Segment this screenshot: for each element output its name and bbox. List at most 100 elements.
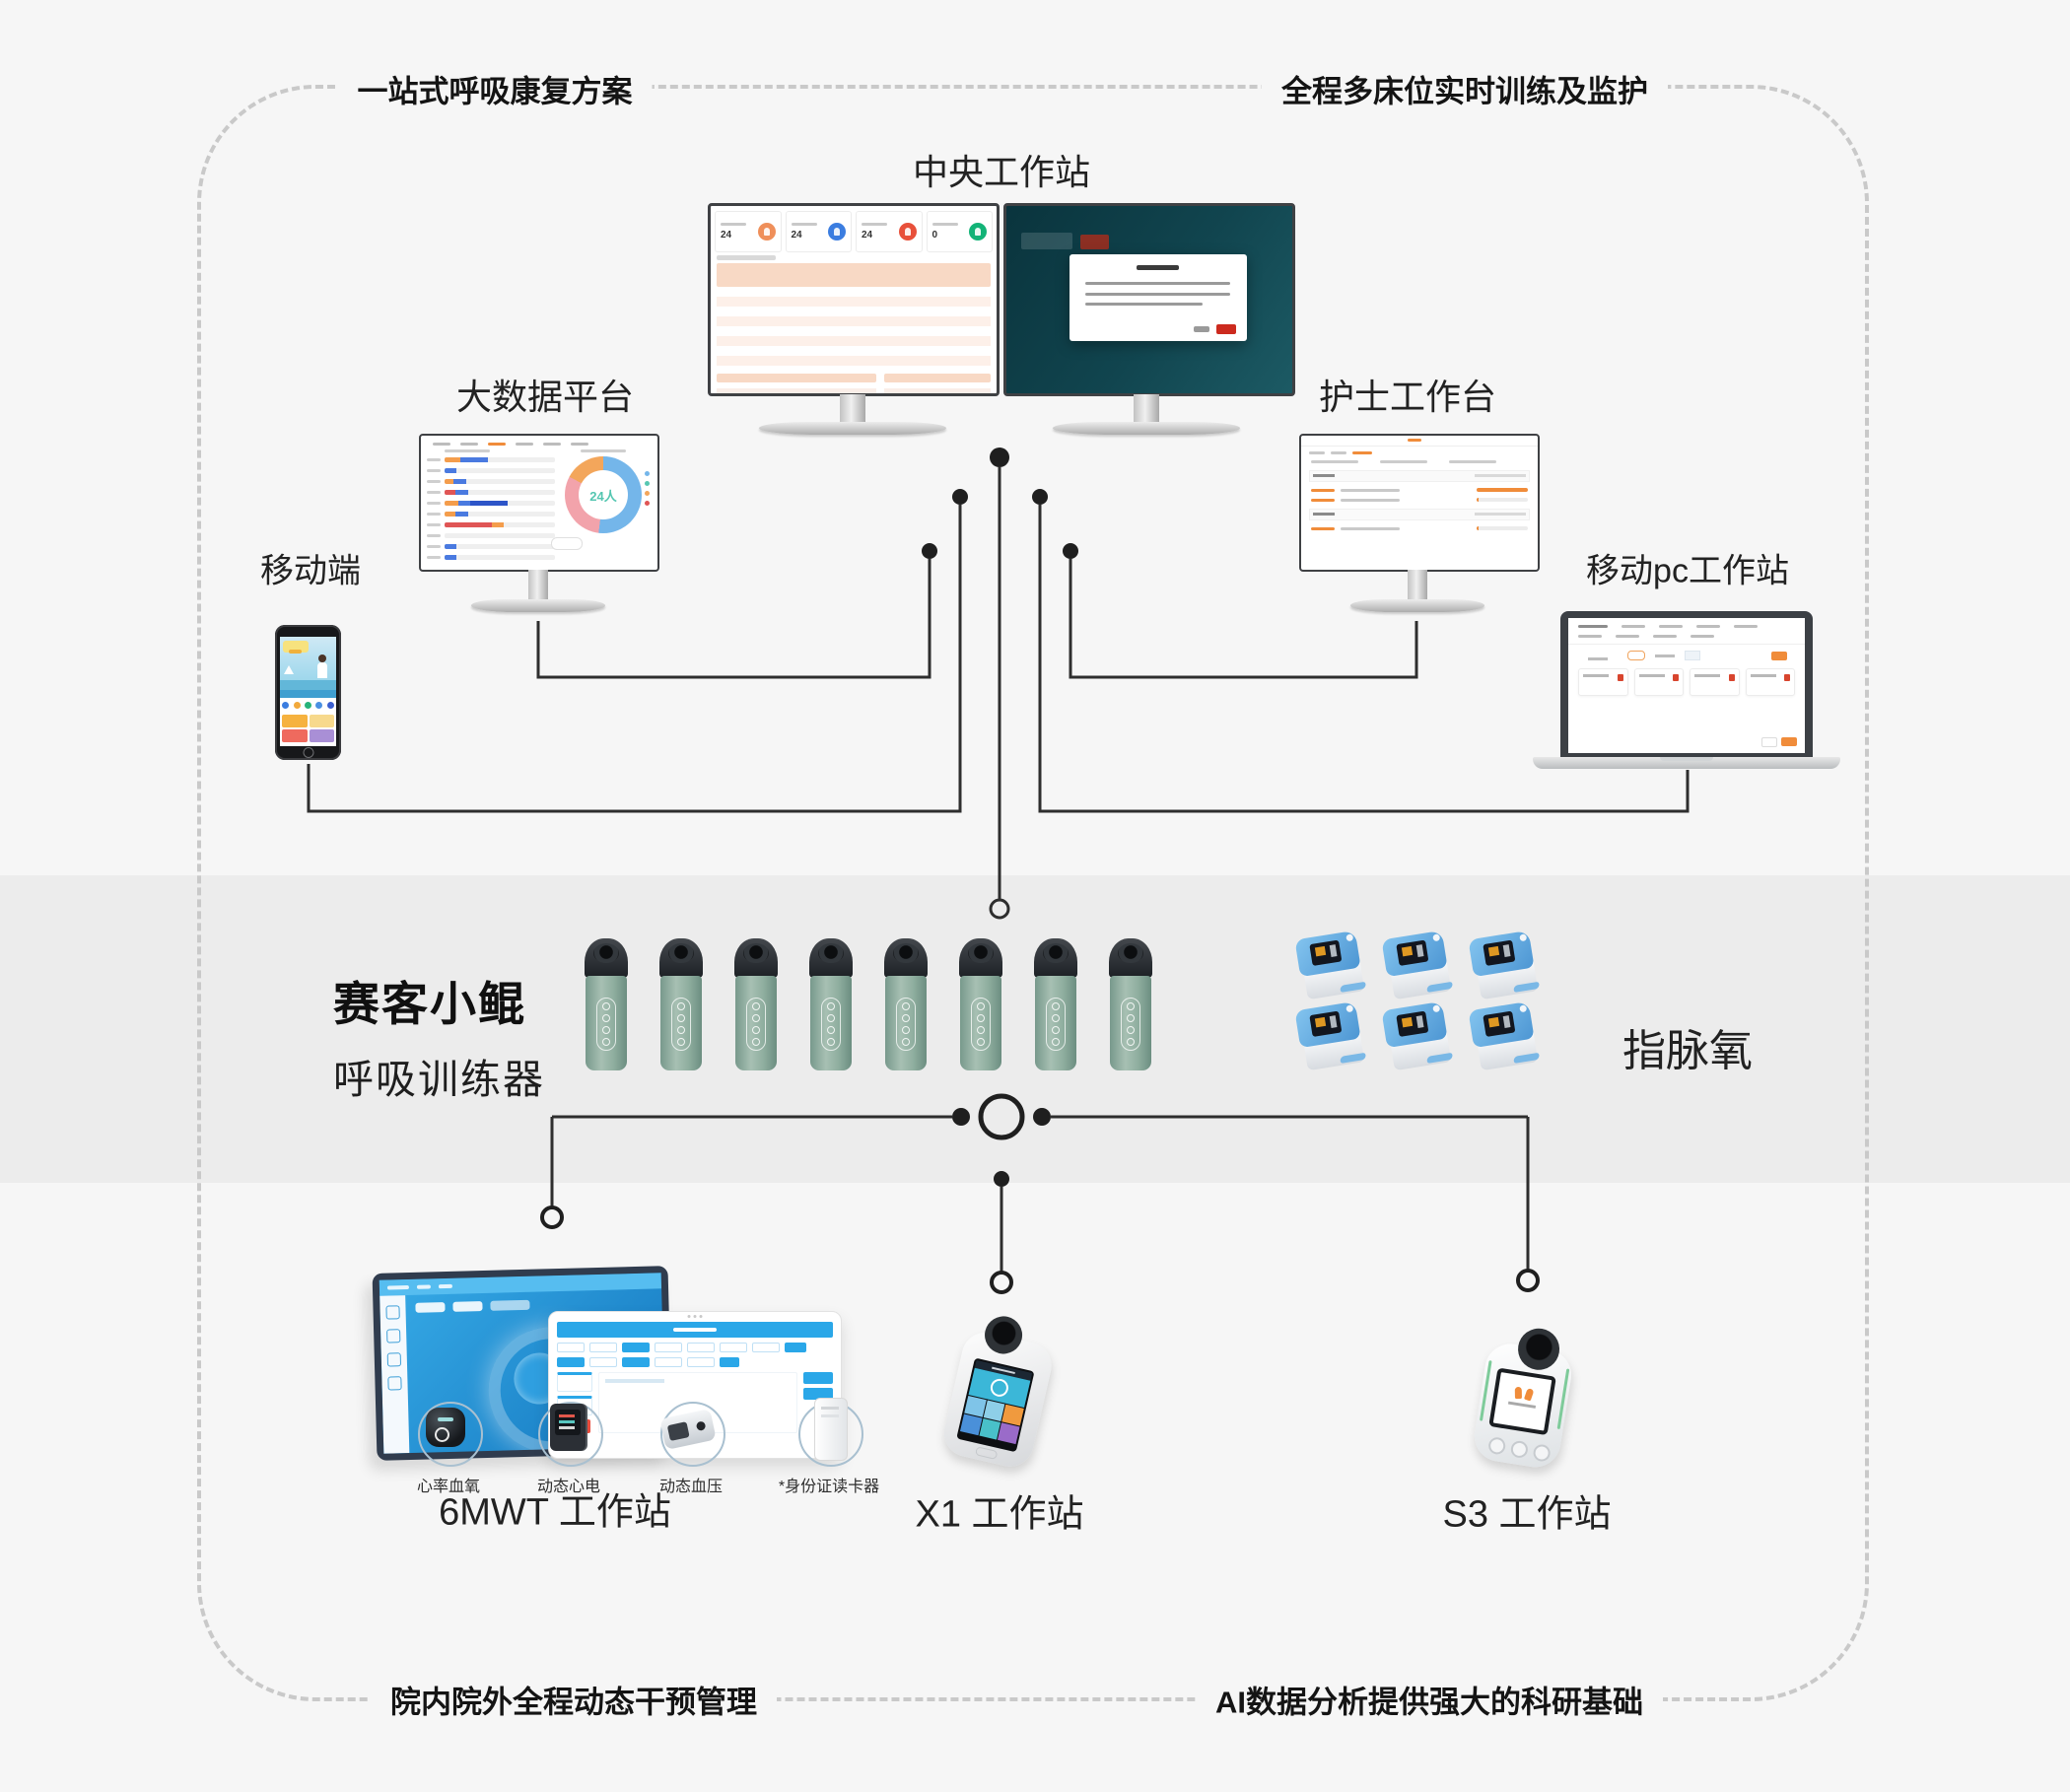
laptop-screen <box>1568 618 1805 753</box>
dialog-cancel-button <box>1193 326 1209 333</box>
node-dot-central <box>990 448 1009 467</box>
dashboard-subtable-left <box>717 374 876 393</box>
pulse-oximeter <box>1468 930 1542 1002</box>
donut-legend <box>644 471 650 506</box>
trainer-caption: 赛客小鲲 呼吸训练器 <box>333 966 545 1105</box>
gadget-ecg: 动态心电 <box>532 1398 605 1496</box>
breathing-trainer <box>1033 938 1078 1070</box>
dialog-confirm-button <box>1216 323 1236 334</box>
dashboard-section-label <box>717 255 776 260</box>
nurse-titlebar <box>1301 436 1538 447</box>
wire-nurse <box>1069 559 1418 679</box>
stat-card: 24 <box>856 211 923 252</box>
frame-label-bottom-right: AI数据分析提供强大的科研基础 <box>1196 1675 1663 1724</box>
s3-title: S3 工作站 <box>1442 1493 1612 1536</box>
dialog-text-line <box>1084 292 1231 296</box>
breathing-trainer <box>584 938 629 1070</box>
bigdata-bar-chart <box>427 449 555 564</box>
bigdata-donut-chart: 24人 <box>550 449 652 564</box>
frame-label-top-right: 全程多床位实时训练及监护 <box>1262 64 1668 113</box>
gadget-heart-spo2: 心率血氧 <box>412 1398 485 1496</box>
donut-center-value: 24人 <box>589 488 617 504</box>
stat-card: 0 <box>926 211 993 252</box>
wire-laptop <box>1038 505 1690 813</box>
node-dot-nurse <box>1063 543 1078 559</box>
pulse-oximeter <box>1294 1000 1368 1073</box>
hub-dot-right <box>1033 1108 1051 1126</box>
gadget-label: 动态心电 <box>536 1479 601 1495</box>
junction-ring-x1 <box>990 1271 1013 1294</box>
trainer-name: 呼吸训练器 <box>333 1057 545 1102</box>
home-button <box>303 747 313 758</box>
x1-title: X1 工作站 <box>915 1493 1084 1536</box>
monitor-base <box>759 422 946 435</box>
mobile-title: 移动端 <box>260 552 361 590</box>
wire-bigdata <box>536 559 932 679</box>
mobile-app-screen <box>280 637 336 746</box>
bigdata-monitor: 24人 <box>419 434 659 572</box>
monitor-base <box>471 599 605 612</box>
node-dot-laptop <box>1032 489 1048 505</box>
donut-tooltip-chip <box>550 537 583 550</box>
breathing-trainer <box>808 938 854 1070</box>
bigdata-nav-tabs <box>433 443 648 446</box>
bigdata-title: 大数据平台 <box>455 377 635 417</box>
node-dot-mobile <box>952 489 968 505</box>
prescription-dialog <box>1069 254 1247 341</box>
nurse-title: 护士工作台 <box>1318 377 1497 417</box>
app-icon-row <box>280 698 336 714</box>
dialog-text-line <box>1084 303 1203 307</box>
wire-mobile <box>307 505 962 813</box>
junction-ring-s3 <box>1516 1269 1540 1292</box>
teal-red-button <box>1080 234 1110 249</box>
monitor-stand <box>840 394 865 424</box>
hub-dot-left <box>952 1108 970 1126</box>
node-dot-bigdata <box>922 543 937 559</box>
gadget-id-reader: *身份证读卡器 <box>779 1398 879 1496</box>
nurse-section-1 <box>1309 470 1530 482</box>
breathing-trainer <box>1108 938 1153 1070</box>
central-monitor-right <box>1003 203 1295 396</box>
mobile-pc-laptop <box>1533 611 1840 769</box>
hub-dot-bottom <box>994 1171 1009 1187</box>
hub-ring <box>978 1093 1025 1140</box>
breathing-trainer <box>883 938 929 1070</box>
oximeter-title: 指脉氧 <box>1622 1027 1753 1075</box>
pulse-oximeter <box>1381 1000 1455 1073</box>
app-banner <box>280 690 336 699</box>
monitor-stand <box>1408 570 1427 601</box>
mobile-phone <box>275 625 341 760</box>
nurse-monitor <box>1299 434 1540 572</box>
sailboat-illustration <box>284 665 294 675</box>
breathing-trainer <box>733 938 779 1070</box>
oximeter-grid <box>1294 930 1541 1071</box>
breathing-trainer <box>958 938 1003 1070</box>
breathing-trainer <box>658 938 704 1070</box>
pulse-oximeter <box>1468 1000 1542 1073</box>
laptop-cards <box>1578 668 1795 696</box>
girl-illustration <box>317 655 327 679</box>
laptop-base <box>1533 757 1840 769</box>
gadget-label: *身份证读卡器 <box>778 1479 880 1495</box>
mwt-title: 6MWT 工作站 <box>439 1491 671 1534</box>
pulse-oximeter <box>1381 930 1455 1002</box>
junction-ring-mwt <box>540 1206 564 1229</box>
monitor-stand <box>1134 394 1159 424</box>
app-tiles <box>280 714 336 743</box>
dialog-text-line <box>1084 282 1231 286</box>
trainer-brand: 赛客小鲲 <box>333 978 526 1030</box>
gadget-bp: 动态血压 <box>655 1398 727 1496</box>
nurse-breadcrumb <box>1309 451 1530 454</box>
s3-screen <box>1488 1367 1556 1436</box>
pulse-oximeter <box>1294 930 1368 1002</box>
central-station-title: 中央工作站 <box>912 152 1091 192</box>
monitor-base <box>1350 599 1484 612</box>
dashed-border <box>197 85 1869 1701</box>
gadget-label: 心率血氧 <box>416 1479 481 1495</box>
stat-card: 24 <box>715 211 782 252</box>
junction-ring-top <box>989 898 1010 920</box>
